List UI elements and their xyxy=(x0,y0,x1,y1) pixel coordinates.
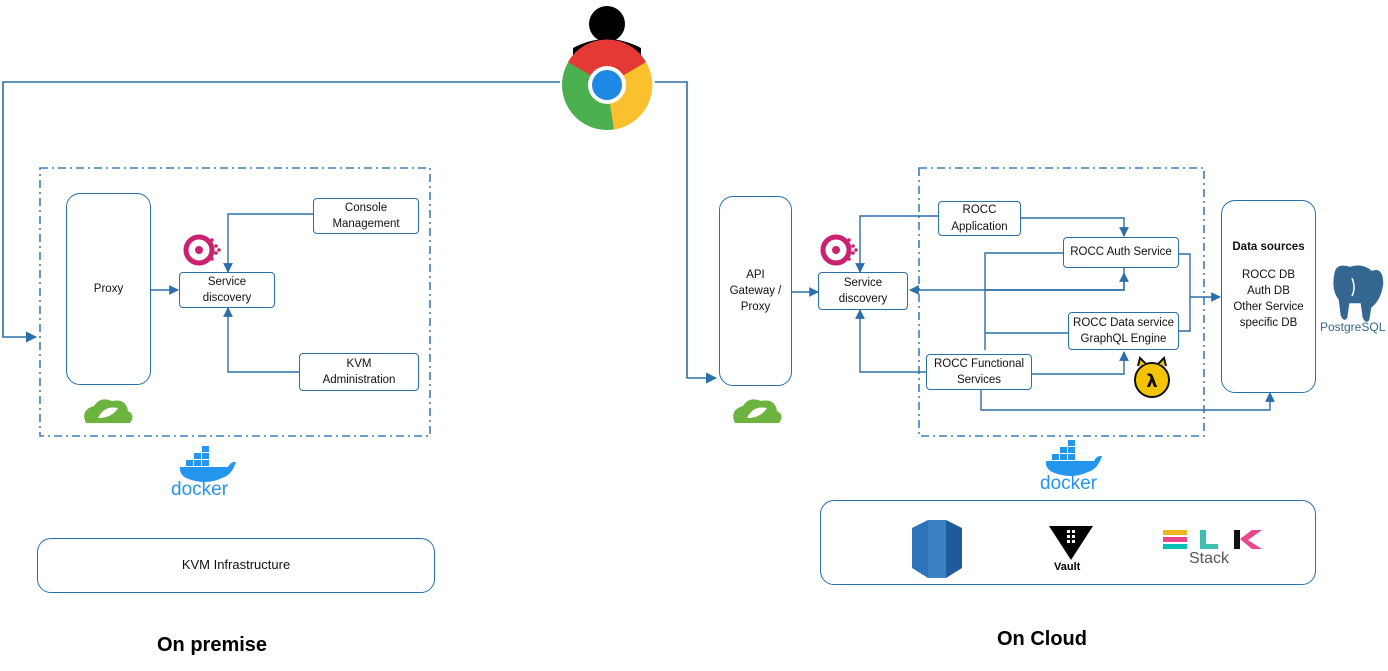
kvm-administration-box[interactable]: KVM Administration xyxy=(299,353,419,391)
service-discovery-box[interactable]: Service discovery xyxy=(179,272,275,308)
on-premise-caption: On premise xyxy=(157,634,268,656)
rocc-data-service-box[interactable]: ROCC Data service GraphQL Engine xyxy=(1068,312,1179,350)
aws-rds-icon xyxy=(912,520,962,578)
console-management-box[interactable]: Console Management xyxy=(313,198,419,234)
chrome-icon xyxy=(562,39,653,130)
on-cloud-docker-boundary xyxy=(918,167,1205,437)
postgresql-label: PostgreSQL xyxy=(1320,320,1386,334)
data-source-item: specific DB xyxy=(1239,317,1298,330)
on-cloud-caption: On Cloud xyxy=(997,628,1087,650)
proxy-box[interactable]: Proxy xyxy=(66,193,151,385)
vault-label: Vault xyxy=(1054,561,1081,573)
kvm-infrastructure-box[interactable]: KVM Infrastructure xyxy=(37,538,435,593)
rocc-functional-services-box[interactable]: ROCC Functional Services xyxy=(926,354,1032,390)
data-source-item: Other Service xyxy=(1233,301,1304,314)
data-sources-title: Data sources xyxy=(1232,241,1305,253)
cloud-infrastructure-box[interactable] xyxy=(820,500,1316,585)
data-source-item: Auth DB xyxy=(1247,285,1290,298)
spring-cloud-icon xyxy=(84,399,133,423)
consul-icon xyxy=(820,234,858,266)
docker-icon xyxy=(1045,440,1102,476)
rocc-application-box[interactable]: ROCC Application xyxy=(938,201,1021,236)
elk-stack-icon xyxy=(1163,530,1262,549)
api-gateway-box[interactable]: API Gateway / Proxy xyxy=(719,196,792,386)
hasura-lambda-icon: λ xyxy=(1134,356,1170,398)
rocc-auth-service-box[interactable]: ROCC Auth Service xyxy=(1063,237,1179,268)
vault-icon xyxy=(1049,526,1093,560)
postgresql-elephant-icon xyxy=(1331,263,1385,324)
docker-label: docker xyxy=(171,479,229,500)
svg-text:λ: λ xyxy=(1146,371,1157,392)
docker-label: docker xyxy=(1040,473,1098,494)
docker-icon xyxy=(179,446,236,482)
data-sources-box[interactable]: Data sources ROCC DB Auth DB Other Servi… xyxy=(1221,200,1316,393)
on-premise-docker-boundary xyxy=(39,167,431,437)
cloud-service-discovery-box[interactable]: Service discovery xyxy=(818,272,908,310)
spring-cloud-icon xyxy=(733,399,782,423)
consul-icon xyxy=(183,234,221,266)
data-source-item: ROCC DB xyxy=(1241,269,1296,282)
elk-stack-label: Stack xyxy=(1189,550,1230,567)
